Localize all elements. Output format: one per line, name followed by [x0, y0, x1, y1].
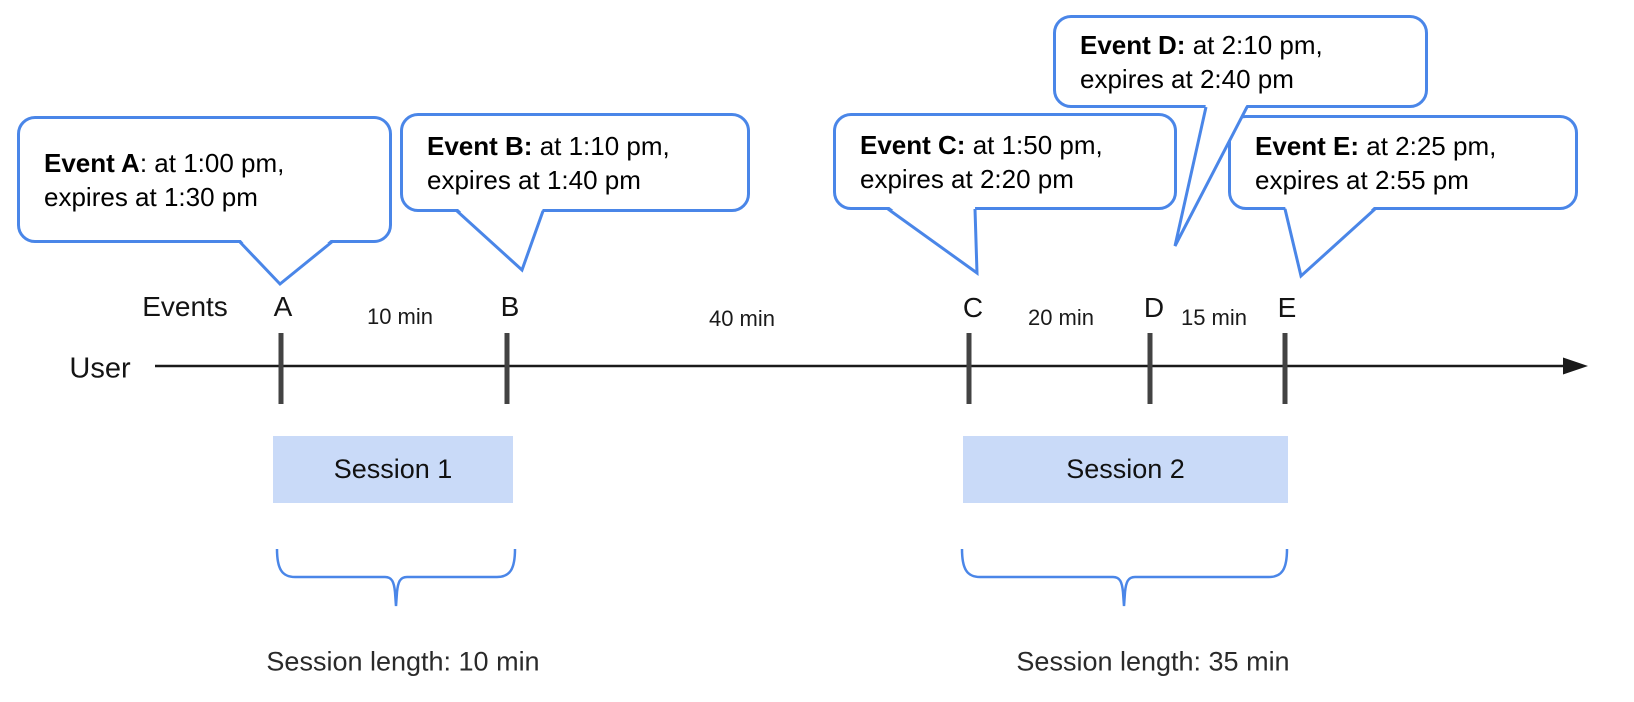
- event-a-title: Event A: [44, 147, 140, 178]
- user-axis-label: User: [69, 352, 131, 385]
- event-e-title: Event E:: [1255, 130, 1360, 161]
- bubble-line2: expires at 1:30 pm: [44, 181, 258, 212]
- interval-label-bc: 40 min: [708, 306, 776, 331]
- bubble-line1: Event A: at 1:00 pm,: [44, 146, 389, 180]
- session-1-label: Session 1: [333, 454, 453, 484]
- interval-label-ab: 10 min: [366, 304, 434, 329]
- event-bubble-e: Event E: at 2:25 pm, expires at 2:55 pm: [1228, 115, 1578, 210]
- event-letter-b: B: [500, 291, 520, 322]
- bubble-line2: expires at 2:55 pm: [1255, 164, 1469, 195]
- bubble-line2: expires at 2:40 pm: [1080, 63, 1294, 94]
- event-c-title: Event C:: [860, 129, 966, 160]
- event-c-time: at 1:50 pm,: [965, 129, 1103, 160]
- event-d-time: at 2:10 pm,: [1185, 29, 1323, 60]
- session-1-box: Session 1: [273, 436, 513, 503]
- session-2-length-label: Session length: 35 min: [1016, 646, 1290, 677]
- event-a-time: : at 1:00 pm,: [139, 147, 285, 178]
- event-letter-d: D: [1143, 292, 1165, 323]
- event-b-time: at 1:10 pm,: [532, 130, 670, 161]
- session-2-label: Session 2: [1066, 454, 1185, 484]
- event-bubble-c: Event C: at 1:50 pm, expires at 2:20 pm: [833, 113, 1177, 210]
- session-2-box: Session 2: [963, 436, 1288, 503]
- bubble-line2: expires at 2:20 pm: [860, 163, 1074, 194]
- event-e-time: at 2:25 pm,: [1359, 130, 1497, 161]
- interval-label-cd: 20 min: [1027, 305, 1095, 330]
- events-axis-label: Events: [142, 291, 228, 322]
- event-letter-c: C: [962, 292, 984, 323]
- bubble-line2: expires at 1:40 pm: [427, 164, 641, 195]
- bubble-line1: Event B: at 1:10 pm,: [427, 129, 747, 163]
- event-bubble-d: Event D: at 2:10 pm, expires at 2:40 pm: [1053, 15, 1428, 108]
- event-bubble-b: Event B: at 1:10 pm, expires at 1:40 pm: [400, 113, 750, 212]
- event-d-title: Event D:: [1080, 29, 1186, 60]
- event-letter-e: E: [1277, 292, 1297, 323]
- session-1-length-label: Session length: 10 min: [266, 646, 540, 677]
- timeline-arrowhead-icon: [1563, 357, 1588, 375]
- event-bubble-a: Event A: at 1:00 pm, expires at 1:30 pm: [17, 116, 392, 243]
- bubble-line1: Event E: at 2:25 pm,: [1255, 129, 1575, 163]
- event-letter-a: A: [273, 291, 293, 322]
- bubble-line1: Event C: at 1:50 pm,: [860, 128, 1174, 162]
- event-b-title: Event B:: [427, 130, 533, 161]
- interval-label-de: 15 min: [1180, 305, 1248, 330]
- bubble-line1: Event D: at 2:10 pm,: [1080, 28, 1425, 62]
